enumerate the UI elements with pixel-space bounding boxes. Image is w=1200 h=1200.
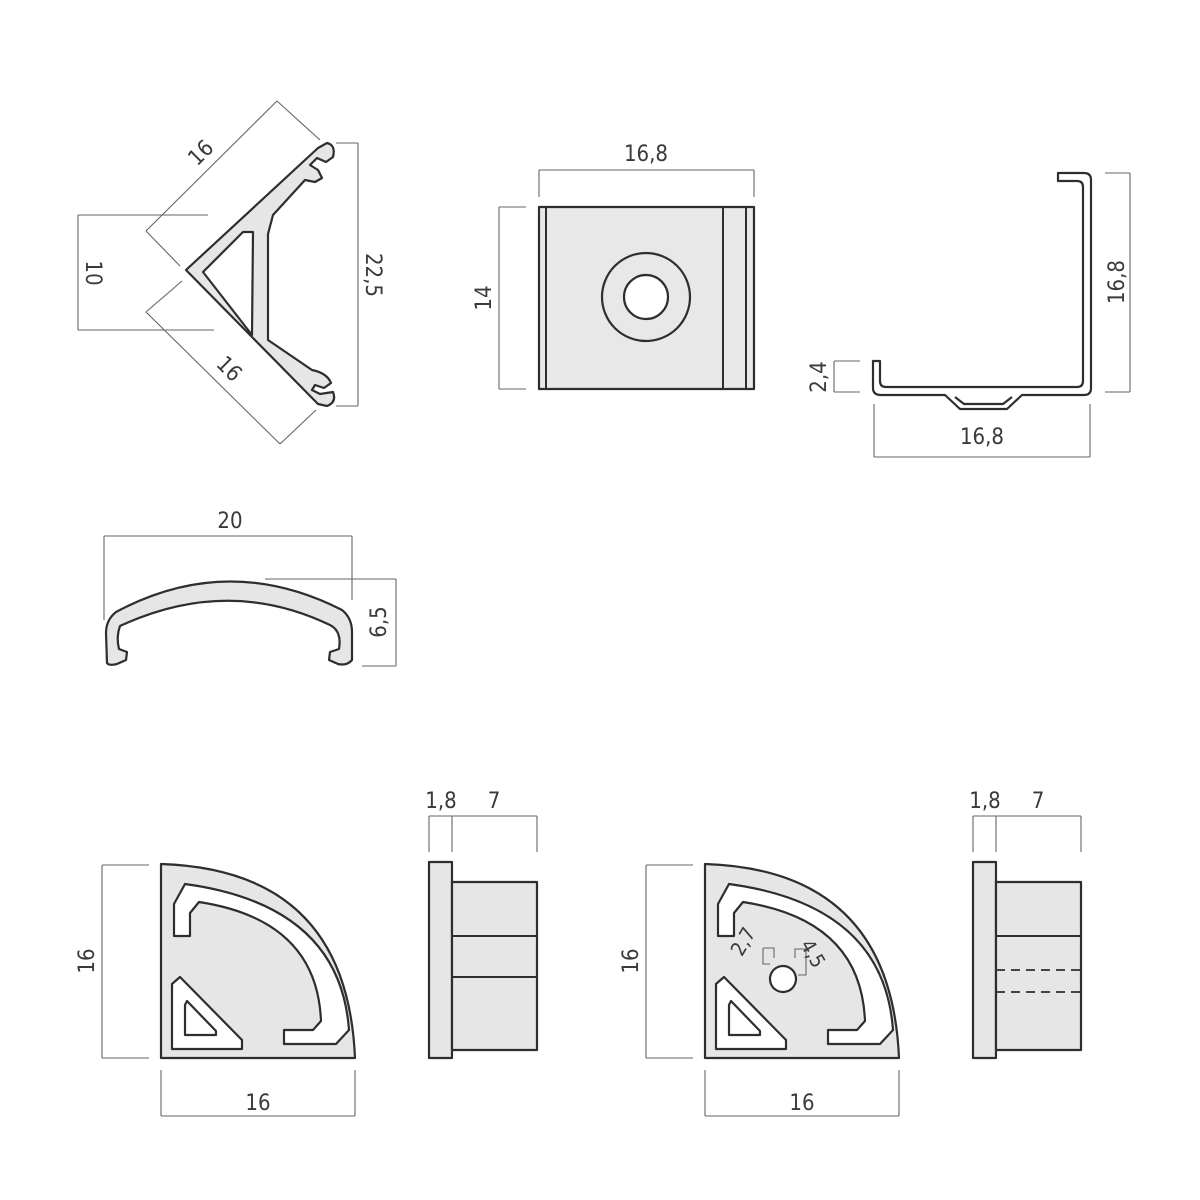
dim-clip-height: 16,8 bbox=[1105, 260, 1130, 304]
end-cap-hole-front-view: 2,7 4,5 16 16 bbox=[619, 862, 901, 1117]
end-cap-cable-hole bbox=[768, 964, 798, 994]
end-cap-solid-plug bbox=[450, 880, 539, 1052]
dim-end-cap-hole-width: 16 bbox=[789, 1091, 814, 1116]
diffuser-body bbox=[104, 580, 354, 666]
dim-end-cap-solid-wall: 1,8 bbox=[425, 789, 456, 814]
profile-section-view: 16 16 22,5 10 bbox=[77, 100, 385, 445]
dim-clip-step: 2,4 bbox=[807, 361, 832, 392]
dim-profile-inner: 10 bbox=[80, 260, 105, 285]
dim-end-cap-solid-width: 16 bbox=[245, 1091, 270, 1116]
end-cap-hole-triangle-inner bbox=[727, 999, 762, 1037]
end-cap-solid-side-view: 1,8 7 bbox=[425, 789, 539, 1060]
dim-end-cap-hole-wall: 1,8 bbox=[969, 789, 1000, 814]
end-cap-hole-flange bbox=[971, 860, 998, 1060]
end-cap-hole-side-view: 1,8 7 bbox=[969, 789, 1083, 1060]
cap-front-hole bbox=[622, 273, 670, 321]
end-cap-hole-plug bbox=[994, 880, 1083, 1052]
end-cap-solid-arc-groove bbox=[172, 882, 351, 1046]
dim-end-cap-solid-depth: 7 bbox=[488, 789, 501, 814]
dim-profile-height: 22,5 bbox=[360, 253, 385, 297]
corner-profile-inner-cavity bbox=[201, 230, 255, 337]
dim-diffuser-width: 20 bbox=[217, 509, 242, 534]
dim-cap-height: 14 bbox=[472, 285, 497, 310]
dim-end-cap-solid-height: 16 bbox=[75, 948, 100, 973]
dim-diffuser-height: 6,5 bbox=[367, 606, 392, 637]
end-cap-hole-arc-groove bbox=[716, 882, 895, 1046]
end-cap-solid-front-view: 16 16 bbox=[75, 862, 357, 1117]
cap-front-view: 16,8 14 bbox=[472, 142, 756, 391]
dim-cap-width: 16,8 bbox=[624, 142, 668, 167]
clip-side-view: 16,8 16,8 2,4 bbox=[807, 171, 1131, 458]
dim-clip-width: 16,8 bbox=[960, 425, 1004, 450]
end-cap-solid-flange bbox=[427, 860, 454, 1060]
dim-end-cap-hole-height: 16 bbox=[619, 948, 644, 973]
dim-end-cap-hole-depth: 7 bbox=[1032, 789, 1045, 814]
mounting-clip-outline bbox=[871, 171, 1093, 411]
end-cap-solid-triangle-inner bbox=[183, 999, 218, 1037]
corner-profile-body bbox=[184, 141, 336, 408]
dim-profile-side-a: 16 bbox=[184, 136, 219, 171]
diffuser-section-view: 20 6,5 bbox=[103, 509, 397, 667]
